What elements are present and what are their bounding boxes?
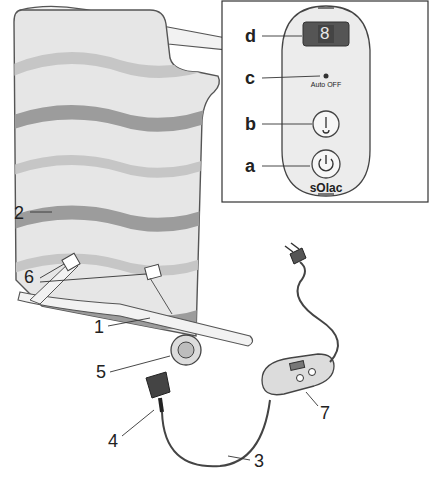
callout-number: 6	[24, 268, 34, 286]
auto-off-text: Auto OFF	[311, 81, 341, 88]
callout-number: 3	[254, 452, 264, 470]
callout-letter: b	[245, 115, 256, 133]
callout-number: 2	[14, 204, 24, 222]
display-digit: 8	[320, 25, 329, 42]
callout-number: 7	[320, 404, 330, 422]
callout-number: 1	[94, 318, 104, 336]
callout-letter: c	[245, 69, 255, 87]
callout-number: 4	[108, 432, 118, 450]
callout-letter: d	[245, 27, 256, 45]
callout-letter: a	[245, 157, 255, 175]
callout-number: 5	[96, 363, 106, 381]
brand-logo: sOlac	[310, 182, 343, 194]
